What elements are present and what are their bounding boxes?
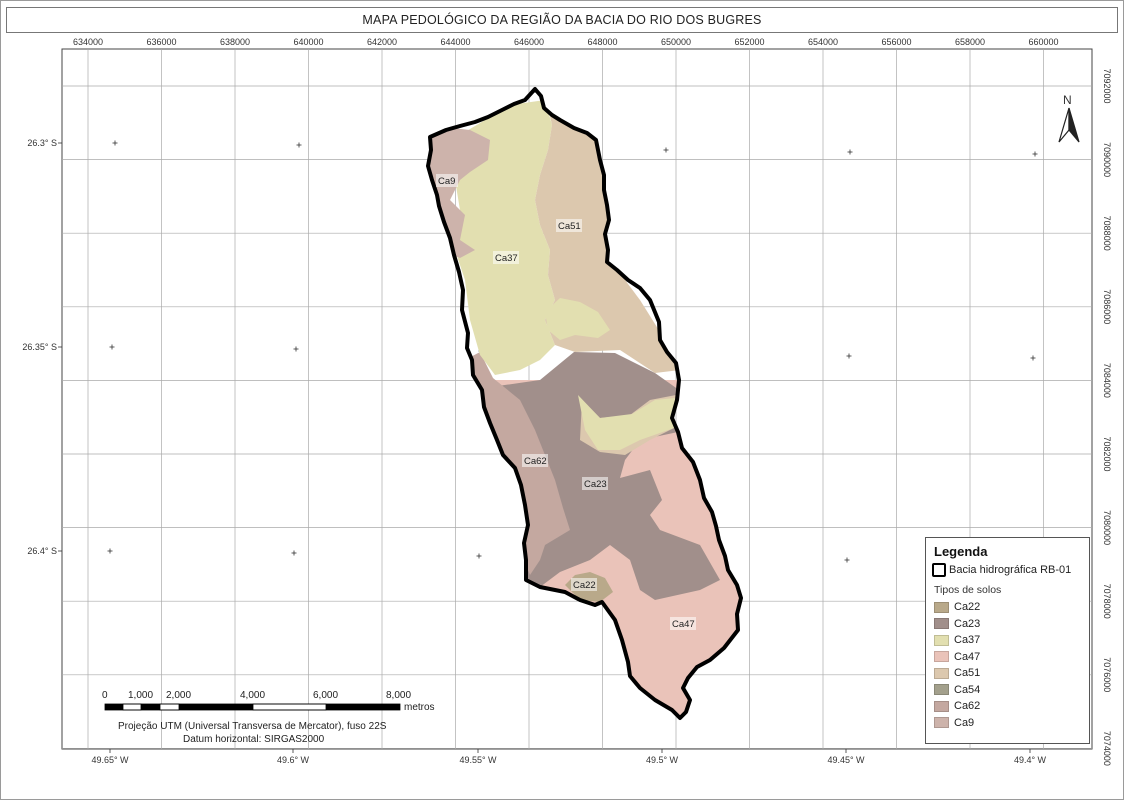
scale-label-1000: 1,000: [128, 690, 153, 701]
right-tick-label: 7078000: [1102, 584, 1112, 619]
legend-swatch: [934, 634, 949, 646]
legend-item-label: Ca9: [954, 716, 975, 729]
scale-label-8000: 8,000: [386, 690, 411, 701]
soil-polygon-ca62: [465, 352, 570, 575]
soil-polygons: [428, 95, 741, 718]
scale-label-2000: 2,000: [166, 690, 191, 701]
soil-label-ca47: Ca47: [672, 619, 695, 630]
left-latitude-ticks: 26.3° S 26.35° S 26.4° S: [22, 138, 57, 556]
legend-item-ca23: Ca23: [934, 616, 1089, 633]
top-tick-label: 652000: [734, 37, 764, 47]
top-tick-label: 660000: [1028, 37, 1058, 47]
top-easting-ticks: 634000 636000 638000 640000 642000 644000 6460…: [73, 37, 1059, 47]
scale-unit: metros: [404, 702, 435, 713]
scale-label-0: 0: [102, 690, 108, 701]
top-tick-label: 656000: [881, 37, 911, 47]
right-tick-label: 7074000: [1102, 731, 1112, 766]
bottom-tick-label: 49.45° W: [827, 755, 865, 765]
legend-item-label: Ca54: [954, 683, 981, 696]
basin-outline: [426, 87, 743, 720]
legend-swatch: [934, 700, 949, 712]
legend-title: Legenda: [934, 544, 988, 559]
soil-label-ca22: Ca22: [573, 580, 596, 591]
legend-subtitle: Tipos de solos: [934, 584, 1002, 596]
legend-swatch: [934, 601, 949, 613]
legend-swatch: [934, 651, 949, 663]
top-tick-label: 636000: [146, 37, 176, 47]
legend-swatch: [934, 717, 949, 729]
soil-polygon-ca37-mid: [578, 395, 675, 450]
bottom-tick-label: 49.5° W: [646, 755, 679, 765]
legend-item-label: Ca37: [954, 634, 981, 647]
bottom-tick-label: 49.6° W: [277, 755, 310, 765]
bottom-tick-label: 49.65° W: [91, 755, 129, 765]
basin-swatch: [932, 563, 946, 577]
legend-item-label: Ca47: [954, 650, 981, 663]
utm-grid: [58, 49, 1092, 753]
top-tick-label: 646000: [514, 37, 544, 47]
top-tick-label: 638000: [220, 37, 250, 47]
right-northing-ticks: 7092000 7090000 7088000 7086000 7084000 70820…: [1102, 68, 1112, 765]
scale-bar: 0 1,000 2,000 4,000 6,000 8,000 metros: [102, 690, 435, 713]
map-neatline: [61, 48, 1093, 750]
top-tick-label: 634000: [73, 37, 103, 47]
left-tick-label: 26.4° S: [27, 546, 57, 556]
north-arrow-icon: N: [1058, 93, 1080, 143]
legend-swatch: [934, 618, 949, 630]
svg-text:N: N: [1063, 93, 1072, 107]
legend-basin-label: Bacia hidrográfica RB-01: [949, 564, 1072, 576]
map-title: MAPA PEDOLÓGICO DA REGIÃO DA BACIA DO RI…: [6, 7, 1118, 33]
soil-polygon-ca37: [450, 100, 555, 375]
datum-text: Datum horizontal: SIRGAS2000: [183, 734, 325, 745]
right-tick-label: 7086000: [1102, 289, 1112, 324]
right-tick-label: 7088000: [1102, 216, 1112, 251]
soil-label-ca23: Ca23: [584, 479, 607, 490]
bottom-tick-label: 49.4° W: [1014, 755, 1047, 765]
right-tick-label: 7084000: [1102, 363, 1112, 398]
soil-polygon-ca37-lower: [545, 298, 610, 340]
bottom-tick-label: 49.55° W: [459, 755, 497, 765]
soil-label-ca62: Ca62: [524, 456, 547, 467]
soil-labels: Ca9 Ca51 Ca37 Ca62 Ca23 Ca22 Ca47: [436, 174, 696, 630]
legend-item-label: Ca62: [954, 700, 981, 713]
left-tick-label: 26.35° S: [22, 342, 57, 352]
top-tick-label: 654000: [808, 37, 838, 47]
top-tick-label: 650000: [661, 37, 691, 47]
right-tick-label: 7090000: [1102, 142, 1112, 177]
top-tick-label: 648000: [587, 37, 617, 47]
legend-item-label: Ca22: [954, 601, 981, 614]
legend-basin-entry: Bacia hidrográfica RB-01: [932, 563, 1089, 577]
legend-swatch: [934, 667, 949, 679]
legend-item-ca22: Ca22: [934, 599, 1089, 616]
soil-label-ca51: Ca51: [558, 221, 581, 232]
soil-label-ca37: Ca37: [495, 253, 518, 264]
top-tick-label: 658000: [955, 37, 985, 47]
legend-item-ca9: Ca9: [934, 715, 1089, 732]
soil-label-ca9: Ca9: [438, 176, 455, 187]
legend-item-ca37: Ca37: [934, 632, 1089, 649]
right-tick-label: 7080000: [1102, 510, 1112, 545]
legend-item-ca54: Ca54: [934, 682, 1089, 699]
bottom-longitude-ticks: 49.65° W 49.6° W 49.55° W 49.5° W 49.45° W 49…: [91, 755, 1046, 765]
right-tick-label: 7092000: [1102, 68, 1112, 103]
top-tick-label: 644000: [440, 37, 470, 47]
legend-item-label: Ca51: [954, 667, 981, 680]
top-tick-label: 640000: [293, 37, 323, 47]
scale-label-4000: 4,000: [240, 690, 265, 701]
legend-item-ca51: Ca51: [934, 665, 1089, 682]
legend-panel: Legenda Bacia hidrográfica RB-01 Tipos d…: [925, 537, 1090, 744]
left-tick-label: 26.3° S: [27, 138, 57, 148]
right-tick-label: 7076000: [1102, 657, 1112, 692]
top-tick-label: 642000: [367, 37, 397, 47]
legend-item-ca62: Ca62: [934, 698, 1089, 715]
legend-item-ca47: Ca47: [934, 649, 1089, 666]
projection-text: Projeção UTM (Universal Transversa de Me…: [118, 721, 387, 732]
legend-swatch: [934, 684, 949, 696]
legend-item-label: Ca23: [954, 617, 981, 630]
scale-label-6000: 6,000: [313, 690, 338, 701]
right-tick-label: 7082000: [1102, 436, 1112, 471]
